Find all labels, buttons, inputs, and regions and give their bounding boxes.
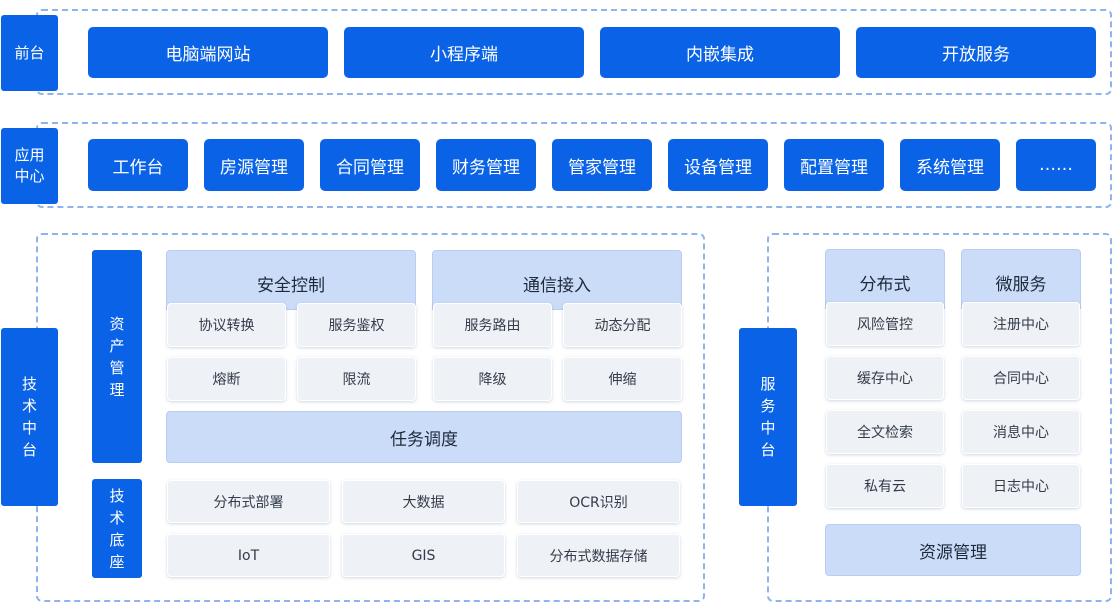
distributed-storage-cell[interactable]: 分布式数据存储 — [517, 534, 680, 577]
frontend-layer-label: 前台 — [1, 15, 58, 91]
app-item-device[interactable]: 设备管理 — [668, 139, 768, 191]
app-item-contract[interactable]: 合同管理 — [320, 139, 420, 191]
frontend-item-mini-program[interactable]: 小程序端 — [344, 27, 584, 78]
circuit-breaker-cell[interactable]: 熔断 — [167, 357, 286, 401]
app-item-finance[interactable]: 财务管理 — [436, 139, 536, 191]
frontend-item-embedded[interactable]: 内嵌集成 — [600, 27, 840, 78]
private-cloud-cell[interactable]: 私有云 — [826, 464, 944, 508]
gis-cell[interactable]: GIS — [342, 534, 505, 577]
app-item-workbench[interactable]: 工作台 — [88, 139, 188, 191]
app-center-layer-label: 应用中心 — [1, 128, 58, 204]
rate-limit-cell[interactable]: 限流 — [297, 357, 416, 401]
asset-mgmt-label: 资产管理 — [92, 250, 142, 463]
distributed-deploy-cell[interactable]: 分布式部署 — [167, 480, 330, 523]
app-item-config[interactable]: 配置管理 — [784, 139, 884, 191]
message-center-cell[interactable]: 消息中心 — [962, 410, 1080, 454]
cache-center-cell[interactable]: 缓存中心 — [826, 356, 944, 400]
full-text-search-cell[interactable]: 全文检索 — [826, 410, 944, 454]
app-item-system[interactable]: 系统管理 — [900, 139, 1000, 191]
frontend-item-open-service[interactable]: 开放服务 — [856, 27, 1096, 78]
registry-center-cell[interactable]: 注册中心 — [962, 302, 1080, 346]
scaling-cell[interactable]: 伸缩 — [563, 357, 682, 401]
contract-center-cell[interactable]: 合同中心 — [962, 356, 1080, 400]
distributed-group: 分布式 — [825, 249, 945, 309]
degradation-cell[interactable]: 降级 — [433, 357, 552, 401]
microservice-group: 微服务 — [961, 249, 1081, 309]
protocol-conversion-cell[interactable]: 协议转换 — [167, 303, 286, 347]
log-center-cell[interactable]: 日志中心 — [962, 464, 1080, 508]
security-control-group: 安全控制 — [166, 250, 416, 310]
tech-base-label: 技术底座 — [92, 479, 142, 578]
frontend-item-pc-website[interactable]: 电脑端网站 — [88, 27, 328, 78]
resource-mgmt-bar[interactable]: 资源管理 — [825, 524, 1081, 576]
task-scheduling-bar[interactable]: 任务调度 — [166, 411, 682, 463]
app-item-butler[interactable]: 管家管理 — [552, 139, 652, 191]
tech-platform-label: 技术中台 — [1, 328, 58, 506]
service-routing-cell[interactable]: 服务路由 — [433, 303, 552, 347]
service-auth-cell[interactable]: 服务鉴权 — [297, 303, 416, 347]
comm-access-group: 通信接入 — [432, 250, 682, 310]
risk-control-cell[interactable]: 风险管控 — [826, 302, 944, 346]
ocr-cell[interactable]: OCR识别 — [517, 480, 680, 523]
big-data-cell[interactable]: 大数据 — [342, 480, 505, 523]
iot-cell[interactable]: IoT — [167, 534, 330, 577]
dynamic-allocation-cell[interactable]: 动态分配 — [563, 303, 682, 347]
app-item-housing[interactable]: 房源管理 — [204, 139, 304, 191]
service-platform-label: 服务中台 — [739, 328, 797, 506]
app-item-more[interactable]: …… — [1016, 139, 1096, 191]
